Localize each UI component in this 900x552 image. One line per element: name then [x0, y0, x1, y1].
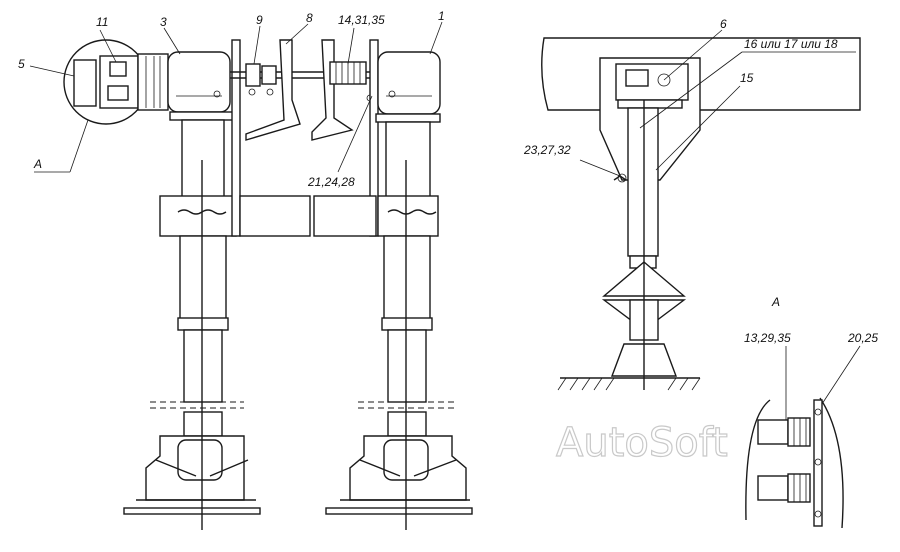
- detail-switch-lower: [757, 475, 789, 501]
- left-wall-plate: [231, 39, 241, 237]
- label-14-31-35: 14,31,35: [338, 13, 385, 27]
- label-6: 6: [720, 17, 727, 31]
- label-16-17-18: 16 или 17 или 18: [744, 37, 838, 51]
- left-column-middle: [179, 235, 227, 327]
- rail-section-right: [311, 39, 354, 141]
- bracket-part-5: [73, 59, 97, 107]
- left-column-lower: [183, 329, 223, 403]
- detail-clamp-lower: [787, 473, 811, 503]
- label-21-24-28: 21,24,28: [307, 175, 355, 189]
- left-column-foot-tube: [183, 411, 223, 437]
- electric-motor: [137, 53, 169, 111]
- right-column-lower: [387, 329, 427, 403]
- detail-a: [745, 345, 861, 529]
- right-column-middle: [383, 235, 431, 327]
- front-view: [63, 39, 473, 530]
- side-column: [627, 107, 659, 257]
- label-1: 1: [438, 9, 445, 23]
- right-column-collar: [381, 317, 433, 331]
- label-23-27-32: 23,27,32: [523, 143, 571, 157]
- right-column-upper: [385, 121, 431, 201]
- label-a-main: А: [33, 157, 42, 171]
- right-wall-segment: [313, 195, 377, 237]
- part-labels: 5 11 3 9 8 14,31,35 1 А 21,24,28 6 16 ил…: [18, 9, 878, 345]
- label-11: 11: [96, 15, 108, 29]
- watermark: AutoSoft: [556, 420, 728, 466]
- detail-switch-upper: [757, 419, 789, 445]
- detail-wall-plate: [813, 399, 823, 527]
- label-15: 15: [740, 71, 754, 85]
- terminal-box: [107, 85, 129, 101]
- left-column-upper: [181, 119, 225, 201]
- gearbox-cover: [625, 69, 649, 87]
- left-floor-slab: [123, 507, 261, 515]
- rail-part-8: [245, 39, 301, 141]
- label-3: 3: [160, 15, 167, 29]
- right-floor-slab: [325, 507, 473, 515]
- gearbox-part-3: [167, 51, 231, 113]
- detail-clamp-upper: [787, 417, 811, 447]
- fastener-23: [617, 173, 627, 183]
- right-column-foot-tube: [387, 411, 427, 437]
- left-column-flange: [169, 111, 235, 121]
- coupling-part-9: [245, 63, 261, 87]
- label-8: 8: [306, 11, 313, 25]
- label-13-29-35: 13,29,35: [744, 331, 791, 345]
- left-wall-segment: [239, 195, 311, 237]
- label-a-detail: А: [771, 295, 780, 309]
- label-5: 5: [18, 57, 25, 71]
- label-9: 9: [256, 13, 263, 27]
- left-beam-section: [159, 195, 237, 237]
- switch-part-11: [109, 61, 127, 77]
- left-column-collar: [177, 317, 229, 331]
- right-column-flange: [375, 113, 441, 123]
- gearbox-part-1: [377, 51, 441, 115]
- right-beam-section: [377, 195, 439, 237]
- left-jack-head: [177, 439, 223, 481]
- side-view-leaders: [579, 29, 856, 177]
- label-20-25: 20,25: [847, 331, 878, 345]
- coupling-sleeve-9: [261, 65, 277, 85]
- front-view-leaders: [29, 21, 443, 173]
- side-view: [541, 37, 861, 391]
